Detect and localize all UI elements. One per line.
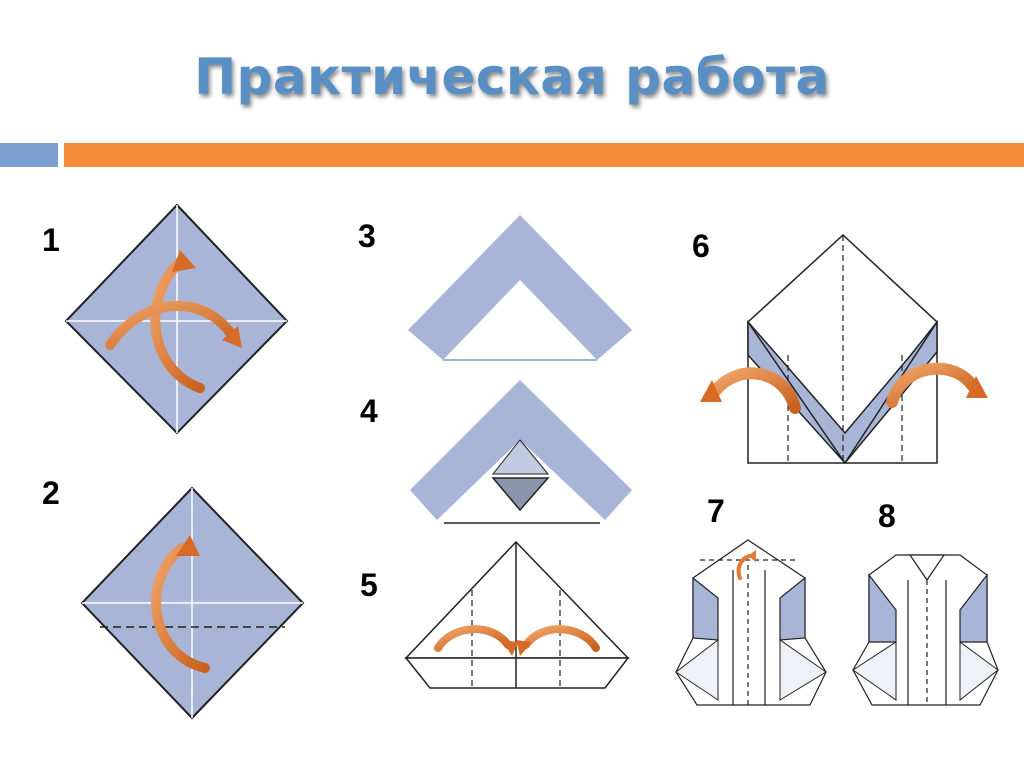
step-number-8: 8 — [878, 498, 896, 534]
fold-arrow-left-icon — [710, 367, 801, 414]
fold-arrow-left-icon — [522, 625, 600, 652]
accent-bar-blue — [0, 143, 58, 167]
step-number-1: 1 — [42, 222, 60, 258]
arrowhead-icon — [700, 380, 722, 402]
arrowhead-icon — [176, 535, 200, 556]
step-number-2: 2 — [42, 475, 60, 511]
step-1-figure — [64, 203, 289, 435]
fold-arrow-up-icon — [151, 543, 210, 673]
fold-arrow-right-icon — [434, 625, 512, 652]
step-3-figure — [408, 215, 632, 361]
step-6-figure — [700, 233, 988, 465]
arrowhead-icon — [966, 376, 988, 398]
step-8-figure — [852, 554, 999, 706]
fold-arrow-right-icon — [105, 300, 237, 350]
arrowhead-icon — [502, 640, 518, 656]
slide-title: Практическая работа — [194, 48, 830, 106]
fold-arrow-up-icon — [150, 257, 205, 393]
step-5-figure — [404, 540, 630, 689]
step-number-4: 4 — [360, 393, 378, 429]
step-number-6: 6 — [692, 228, 710, 264]
step-number-5: 5 — [360, 567, 378, 603]
accent-bar-orange — [64, 143, 1024, 167]
step-7-figure — [675, 539, 827, 706]
step-number-3: 3 — [358, 218, 376, 254]
arrowhead-icon — [516, 640, 532, 656]
fold-arrow-right-icon — [886, 362, 978, 408]
arrowhead-icon — [748, 550, 756, 562]
step-4-figure — [410, 380, 632, 524]
step-2-figure — [80, 486, 305, 720]
arrowhead-icon — [172, 250, 196, 272]
arrowhead-icon — [222, 326, 242, 348]
step-number-7: 7 — [707, 493, 725, 529]
